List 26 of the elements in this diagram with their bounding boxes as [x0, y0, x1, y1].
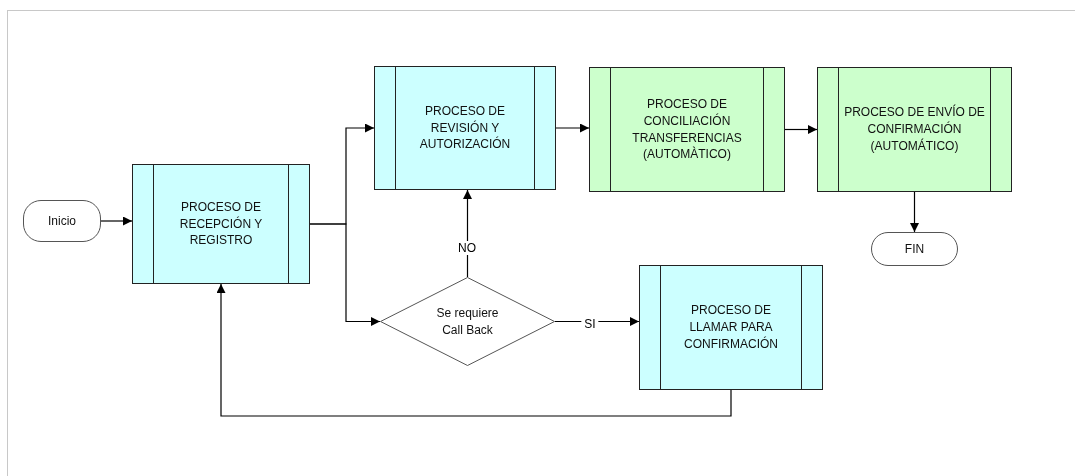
arrow	[463, 189, 472, 278]
edge-label: NO	[455, 241, 479, 255]
process-box	[132, 164, 310, 284]
arrow	[910, 191, 919, 233]
arrow	[216, 283, 732, 417]
arrow	[309, 223, 381, 326]
node-label: PROCESO DE ENVÍO DE CONFIRMACIÓN (AUTOMÁTICO)	[843, 104, 986, 155]
terminal-pill	[871, 232, 958, 266]
process-box	[639, 265, 823, 390]
node-label: PROCESO DE LLAMAR PARA CONFIRMACIÓN	[683, 302, 779, 353]
process-box	[589, 67, 785, 192]
decision-diamond	[380, 277, 555, 366]
node-label: PROCESO DE CONCILIACIÓN TRANSFERENCIAS (AUTOMÀTICO)	[631, 95, 743, 164]
arrow	[554, 317, 640, 326]
arrow	[100, 216, 133, 226]
node-label: Inicio	[48, 212, 76, 230]
node-label: PROCESO DE REVISIÓN Y AUTORIZACIÓN	[418, 102, 512, 154]
node-label: PROCESO DE RECEPCIÓN Y REGISTRO	[178, 198, 264, 250]
process-box	[374, 66, 556, 190]
arrow	[555, 123, 590, 133]
edge-label: SI	[581, 317, 599, 331]
terminal-pill	[23, 200, 101, 242]
node-label: Se requiere Call Back	[435, 304, 500, 339]
process-box	[817, 67, 1012, 192]
node-label: FIN	[904, 240, 925, 258]
arrow	[784, 125, 818, 134]
